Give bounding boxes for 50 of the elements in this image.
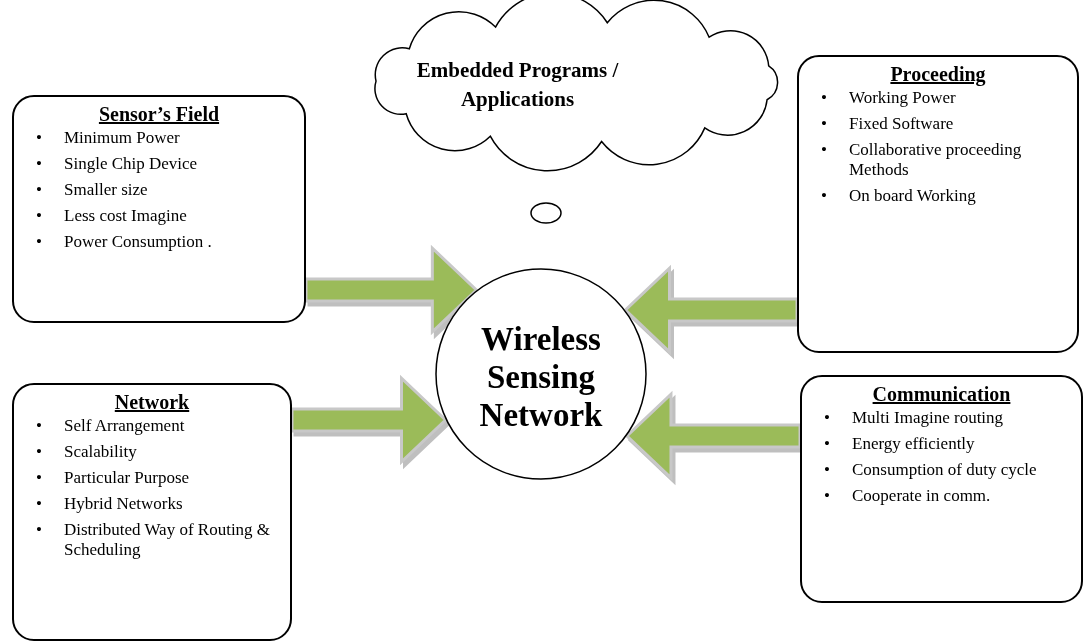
bullet-marker: • xyxy=(824,460,831,480)
list-item-text: Scalability xyxy=(64,442,138,462)
list-item-text: Energy efficiently xyxy=(852,434,976,454)
bullet-marker: • xyxy=(36,494,43,514)
block-arrow xyxy=(623,264,799,356)
bullet-marker: • xyxy=(36,468,43,488)
rounded-box xyxy=(797,55,1079,353)
bullet-marker: • xyxy=(824,408,831,428)
block-arrow xyxy=(304,244,479,336)
block-arrow xyxy=(624,390,802,482)
bullet-marker: • xyxy=(36,180,43,200)
bullet-marker: • xyxy=(36,154,43,174)
bullet-marker: • xyxy=(824,434,831,454)
bullet-marker: • xyxy=(36,206,43,226)
list-item-text: Collaborative proceeding Methods xyxy=(849,140,1023,180)
list-item-text: Distributed Way of Routing & Scheduling xyxy=(64,520,272,560)
rounded-box xyxy=(12,383,292,641)
list-item-text: On board Working xyxy=(849,186,977,206)
bullet-marker: • xyxy=(821,88,828,108)
bullet-marker: • xyxy=(821,140,828,161)
list-item-text: Smaller size xyxy=(64,180,149,200)
rounded-box xyxy=(12,95,306,323)
list-item-text: Minimum Power xyxy=(64,128,181,148)
list-item-text: Working Power xyxy=(849,88,957,108)
box-heading: Network xyxy=(114,391,190,414)
box-heading: Sensor’s Field xyxy=(98,103,220,126)
box-heading: Communication xyxy=(872,383,1011,406)
bullet-marker: • xyxy=(36,442,43,462)
list-item-text: Self Arrangement xyxy=(64,416,186,436)
list-item-text: Particular Purpose xyxy=(64,468,191,488)
cloud-label: Embedded Programs / Applications xyxy=(415,57,620,113)
list-item-text: Single Chip Device xyxy=(64,154,199,174)
bullet-marker: • xyxy=(36,128,43,148)
list-item-text: Less cost Imagine xyxy=(64,206,188,226)
list-item-text: Multi Imagine routing xyxy=(852,408,1005,428)
hub-label: Wireless Sensing Network xyxy=(478,320,604,434)
bullet-marker: • xyxy=(36,416,43,436)
block-arrow xyxy=(290,374,448,466)
list-item-text: Consumption of duty cycle xyxy=(852,460,1038,480)
list-item-text: Power Consumption . xyxy=(64,232,213,252)
list-item-text: Fixed Software xyxy=(849,114,955,134)
box-heading: Proceeding xyxy=(890,63,986,86)
rounded-box xyxy=(800,375,1083,603)
bullet-marker: • xyxy=(36,232,43,252)
bullet-marker: • xyxy=(36,520,43,541)
list-item-text: Hybrid Networks xyxy=(64,494,184,514)
bullet-marker: • xyxy=(821,186,828,206)
list-item-text: Cooperate in comm. xyxy=(852,486,992,506)
bullet-marker: • xyxy=(824,486,831,506)
bullet-marker: • xyxy=(821,114,828,134)
